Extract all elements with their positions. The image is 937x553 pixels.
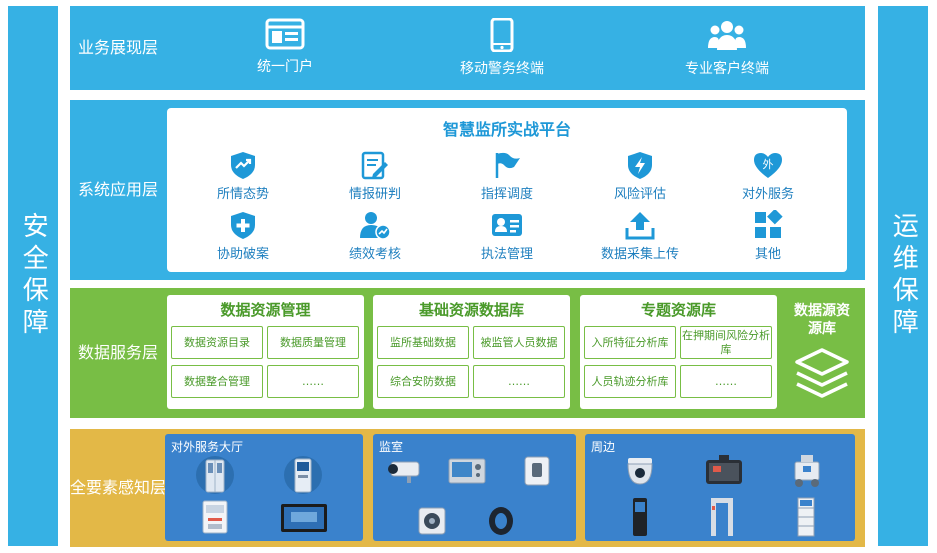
data-cell[interactable]: 入所特征分析库 <box>584 326 676 359</box>
cell-room-zone: 监室 <box>373 434 576 541</box>
client-terminal-item[interactable]: 专业客户终端 <box>647 18 807 78</box>
wall-terminal-icon <box>524 456 550 486</box>
assist-case-label: 协助破案 <box>216 247 269 262</box>
trend-shield-icon <box>231 152 255 179</box>
data-cell[interactable]: 监所基础数据 <box>377 326 469 359</box>
risk-label: 风险评估 <box>613 187 666 202</box>
bullet-camera-icon <box>388 461 420 483</box>
platform-panel: 智慧监所实战平台 所情态势 情报研判 指挥调度 <box>167 108 847 272</box>
external-service-item[interactable]: 外 对外服务 <box>713 150 823 202</box>
printer-kiosk-icon <box>202 500 228 534</box>
operations-guarantee-label: 运维保障 <box>888 212 919 340</box>
assist-case-item[interactable]: 协助破案 <box>188 210 298 262</box>
heart-badge-icon: 外 <box>754 153 782 178</box>
command-item[interactable]: 指挥调度 <box>452 150 562 202</box>
unified-portal-item[interactable]: 统一门户 <box>205 18 365 76</box>
cell-room-title: 监室 <box>379 440 404 454</box>
data-service-layer: 数据服务层 数据资源管理 数据资源目录 数据质量管理 数据整合管理 …… 基础资… <box>70 288 865 418</box>
security-guarantee-label: 安全保障 <box>18 212 49 340</box>
operations-guarantee-bar: 运维保障 <box>878 6 928 546</box>
thematic-resource-db-box: 专题资源库 入所特征分析库 在押期间风险分析库 人员轨迹分析库 …… <box>580 295 777 409</box>
security-guarantee-bar: 安全保障 <box>8 6 58 546</box>
command-label: 指挥调度 <box>480 187 533 202</box>
business-layer-label: 业务展现层 <box>77 38 158 58</box>
mobile-terminal-label: 移动警务终端 <box>460 61 544 77</box>
data-service-layer-label: 数据服务层 <box>77 343 158 363</box>
perimeter-title: 周边 <box>591 440 616 454</box>
data-cell[interactable]: 在押期间风险分析库 <box>680 326 772 359</box>
storage-rack-icon <box>797 497 815 537</box>
perimeter-zone: 周边 <box>585 434 855 541</box>
other-item[interactable]: 其他 <box>713 210 823 262</box>
data-source-label: 数据源资源库 <box>794 303 850 338</box>
data-cell[interactable]: 被监管人员数据 <box>473 326 565 359</box>
data-cell[interactable]: 人员轨迹分析库 <box>584 365 676 398</box>
data-cell[interactable]: 数据整合管理 <box>171 365 263 398</box>
dome-camera-icon <box>627 458 653 485</box>
apps-grid-icon <box>755 210 783 238</box>
lightning-shield-icon <box>628 152 652 179</box>
id-card-icon <box>492 214 522 236</box>
data-cell[interactable]: …… <box>267 365 359 398</box>
data-cell[interactable]: …… <box>473 365 565 398</box>
data-resource-management-title: 数据资源管理 <box>220 301 311 319</box>
data-upload-label: 数据采集上传 <box>600 247 679 262</box>
intercom-panel-icon <box>448 458 486 484</box>
application-layer-label: 系统应用层 <box>77 180 158 200</box>
terminal-kiosk-icon <box>284 456 322 494</box>
situation-item[interactable]: 所情态势 <box>188 150 298 202</box>
other-label: 其他 <box>754 247 781 262</box>
heart-badge-glyph: 外 <box>763 158 774 171</box>
flag-icon <box>495 152 520 178</box>
browser-window-icon <box>265 18 305 50</box>
intelligence-label: 情报研判 <box>348 187 401 202</box>
performance-label: 绩效考核 <box>348 247 401 262</box>
cabinet-kiosk-icon <box>196 456 234 494</box>
thematic-resource-db-title: 专题资源库 <box>640 301 716 319</box>
situation-label: 所情态势 <box>216 187 269 202</box>
service-hall-zone: 对外服务大厅 <box>165 434 363 541</box>
data-cell[interactable]: …… <box>680 365 772 398</box>
mobile-terminal-item[interactable]: 移动警务终端 <box>422 18 582 78</box>
data-cell[interactable]: 数据质量管理 <box>267 326 359 359</box>
basic-resource-db-box: 基础资源数据库 监所基础数据 被监管人员数据 综合安防数据 …… <box>373 295 570 409</box>
business-layer: 业务展现层 统一门户 移动警务终端 专业客户终端 <box>70 6 865 90</box>
law-enforcement-label: 执法管理 <box>480 247 533 262</box>
basic-resource-db-title: 基础资源数据库 <box>418 301 524 319</box>
display-screen-icon <box>281 504 327 532</box>
pillar-terminal-icon <box>633 498 647 536</box>
mobile-phone-icon <box>490 18 514 52</box>
external-service-label: 对外服务 <box>741 187 794 202</box>
platform-title: 智慧监所实战平台 <box>442 120 571 139</box>
perception-layer: 全要素感知层 对外服务大厅 监室 <box>70 429 865 547</box>
perception-layer-label: 全要素感知层 <box>70 478 167 498</box>
equipment-case-icon <box>706 455 742 484</box>
report-pen-icon <box>361 151 388 180</box>
intelligence-item[interactable]: 情报研判 <box>320 150 430 202</box>
law-enforcement-item[interactable]: 执法管理 <box>452 210 562 262</box>
wristband-icon <box>489 507 513 535</box>
performance-item[interactable]: 绩效考核 <box>320 210 430 262</box>
application-layer: 系统应用层 智慧监所实战平台 所情态势 情报研判 指 <box>70 100 865 280</box>
layers-stack-icon <box>795 348 849 398</box>
plus-shield-icon <box>231 212 255 239</box>
client-terminal-label: 专业客户终端 <box>685 61 769 77</box>
service-hall-title: 对外服务大厅 <box>171 440 244 454</box>
risk-item[interactable]: 风险评估 <box>585 150 695 202</box>
upload-icon <box>625 212 655 240</box>
data-upload-item[interactable]: 数据采集上传 <box>585 210 695 262</box>
users-group-icon <box>708 21 746 50</box>
speaker-device-icon <box>418 507 446 535</box>
data-cell[interactable]: 综合安防数据 <box>377 365 469 398</box>
robot-device-icon <box>794 455 820 487</box>
user-chart-icon <box>360 212 391 240</box>
data-resource-management-box: 数据资源管理 数据资源目录 数据质量管理 数据整合管理 …… <box>167 295 364 409</box>
unified-portal-label: 统一门户 <box>257 59 313 75</box>
security-gate-icon <box>711 498 733 536</box>
data-cell[interactable]: 数据资源目录 <box>171 326 263 359</box>
